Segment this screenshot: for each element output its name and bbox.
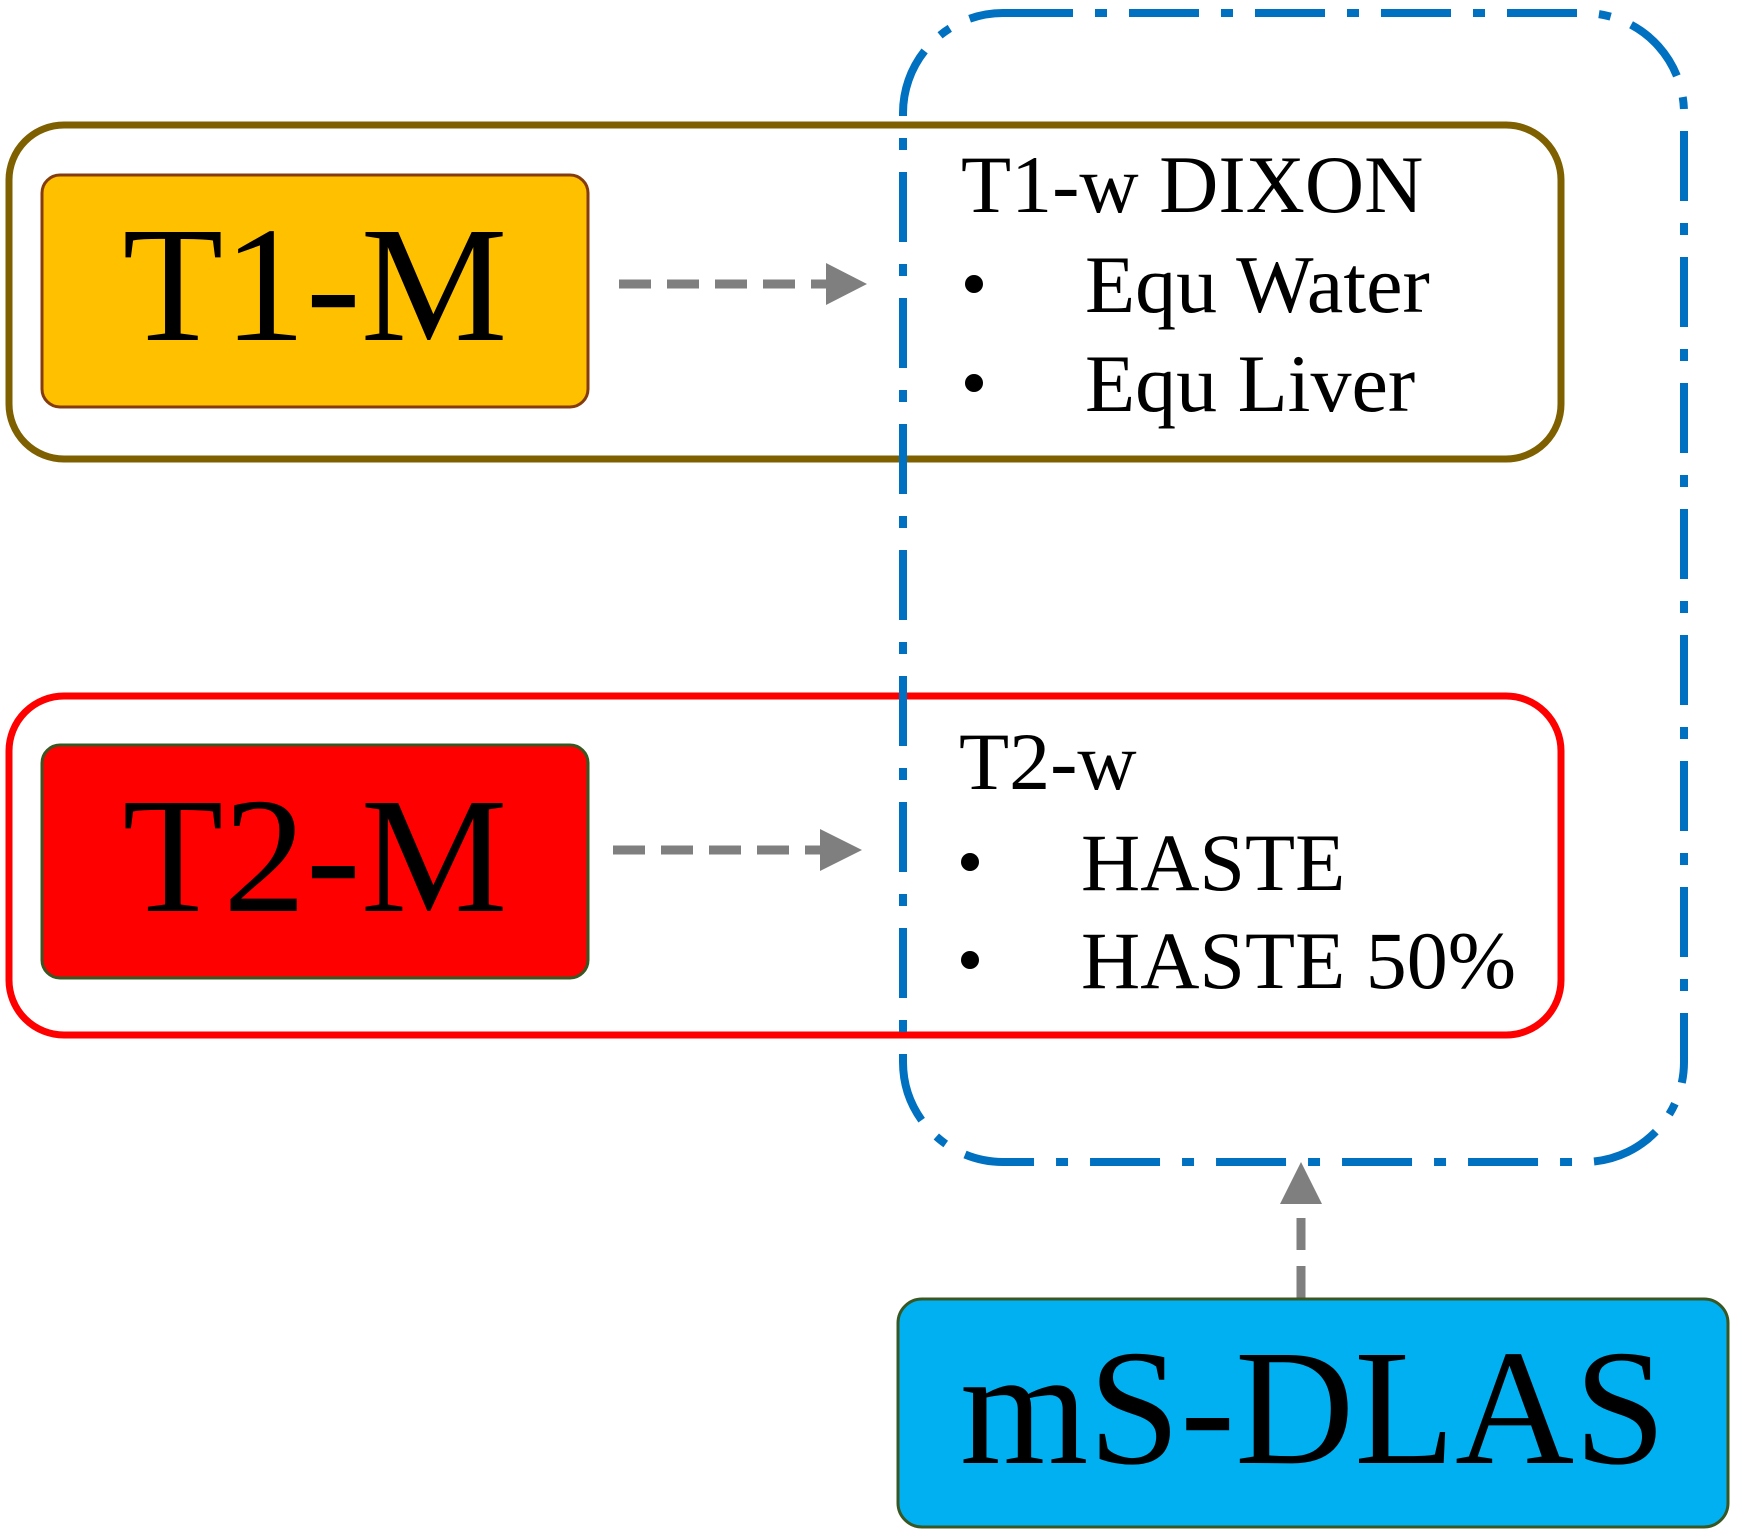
bullet — [961, 951, 979, 969]
t2-sequence-item: HASTE — [1081, 817, 1345, 908]
t1-arrow-head — [826, 263, 867, 305]
t1-sequence-item: Equ Liver — [1085, 338, 1415, 429]
t2-sequence-heading: T2-w — [959, 716, 1137, 807]
sequence-container-frame — [899, 9, 1688, 1166]
t1-sequence-list: T1-w DIXON Equ Water Equ Liver — [961, 139, 1430, 429]
t2-group-frame — [5, 692, 1565, 1039]
t2-m-label: T2-M — [123, 764, 508, 947]
bullet — [961, 853, 979, 871]
model-box — [896, 1297, 1730, 1529]
model-arrow — [1280, 1162, 1322, 1298]
model-node: mS-DLAS — [896, 1297, 1730, 1529]
t2-sequence-list: T2-w HASTE HASTE 50% — [959, 716, 1516, 1006]
model-arrow-head — [1280, 1162, 1322, 1204]
t2-sequence-item: HASTE 50% — [1081, 915, 1516, 1006]
t2-m-box — [40, 743, 590, 980]
bullet — [965, 275, 983, 293]
model-label: mS-DLAS — [960, 1316, 1666, 1499]
t1-m-box — [40, 173, 590, 409]
t2-arrow-head — [820, 829, 862, 871]
t1-m-node: T1-M — [40, 173, 590, 409]
bullet — [965, 374, 983, 392]
t2-m-node: T2-M — [40, 743, 590, 980]
t2-arrow — [613, 829, 862, 871]
t1-sequence-heading: T1-w DIXON — [961, 139, 1423, 230]
t1-sequence-item: Equ Water — [1085, 239, 1430, 330]
t1-m-label: T1-M — [123, 193, 508, 376]
t1-arrow — [619, 263, 867, 305]
t1-group-frame — [5, 121, 1565, 463]
